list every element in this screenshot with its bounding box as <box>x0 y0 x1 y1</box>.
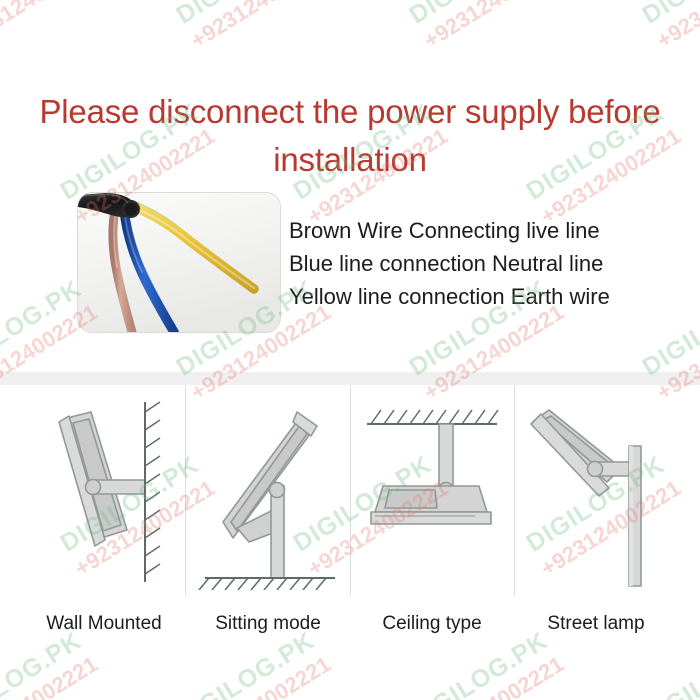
watermark-phone: +923124002221 <box>186 651 335 700</box>
watermark-brand: DIGILOG.PK <box>171 626 320 700</box>
mount-label-street-lamp: Street lamp <box>547 613 645 634</box>
mount-label-ceiling-type: Ceiling type <box>382 613 482 634</box>
watermark-phone: +923124002221 <box>419 0 568 54</box>
page-title-line-1: Please disconnect the power supply befor… <box>39 93 661 130</box>
watermark-tile: DIGILOG.PK+923124002221 <box>636 626 700 700</box>
watermark-brand: DIGILOG.PK <box>0 0 88 32</box>
watermark-tile: DIGILOG.PK+923124002221 <box>0 0 102 54</box>
watermark-brand: DIGILOG.PK <box>404 626 553 700</box>
watermark-tile: DIGILOG.PK+923124002221 <box>636 0 700 54</box>
sitting-mode-icon <box>198 411 335 590</box>
watermark-tile: DIGILOG.PK+923124002221 <box>170 0 335 54</box>
ceiling-type-icon <box>367 409 499 525</box>
wire-legend: Brown Wire Connecting live line Blue lin… <box>289 214 689 313</box>
watermark-phone: +923124002221 <box>419 651 568 700</box>
watermark-brand: DIGILOG.PK <box>403 0 554 32</box>
wire-legend-yellow: Yellow line connection Earth wire <box>289 284 610 309</box>
mounting-labels: Wall Mounted Sitting mode Ceiling type S… <box>22 612 678 636</box>
wall-mounted-icon <box>57 401 161 582</box>
page-title: Please disconnect the power supply befor… <box>0 88 700 184</box>
watermark-phone: +923124002221 <box>652 651 700 700</box>
watermark-phone: +923124002221 <box>0 0 102 54</box>
watermark-tile: DIGILOG.PK+923124002221 <box>403 0 568 54</box>
watermark-tile: DIGILOG.PK+923124002221 <box>403 626 568 700</box>
watermark-brand: DIGILOG.PK <box>170 0 321 32</box>
watermark-brand: DIGILOG.PK <box>0 626 87 700</box>
wire-photo <box>78 193 280 332</box>
watermark-phone: +923124002221 <box>652 0 700 54</box>
watermark-phone: +923124002221 <box>186 0 335 54</box>
mount-panel-street-lamp <box>513 385 678 595</box>
street-lamp-icon <box>530 409 643 587</box>
watermark-tile: DIGILOG.PK+923124002221 <box>170 626 335 700</box>
mount-panel-sitting-mode <box>185 385 350 595</box>
mount-label-sitting-mode: Sitting mode <box>215 613 321 634</box>
mount-panel-ceiling-type <box>349 385 514 595</box>
wire-legend-blue: Blue line connection Neutral line <box>289 251 604 276</box>
watermark-brand: DIGILOG.PK <box>637 626 700 700</box>
watermark-brand: DIGILOG.PK <box>636 0 700 32</box>
mount-label-wall-mounted: Wall Mounted <box>46 613 162 634</box>
mount-panel-wall-mounted <box>22 385 186 595</box>
watermark-brand: DIGILOG.PK <box>0 274 87 382</box>
wire-legend-brown: Brown Wire Connecting live line <box>289 218 600 243</box>
watermark-phone: +923124002221 <box>0 651 102 700</box>
mounting-diagram-panels <box>22 385 678 595</box>
page-title-line-2: installation <box>273 141 427 178</box>
watermark-tile: DIGILOG.PK+923124002221 <box>0 626 102 700</box>
